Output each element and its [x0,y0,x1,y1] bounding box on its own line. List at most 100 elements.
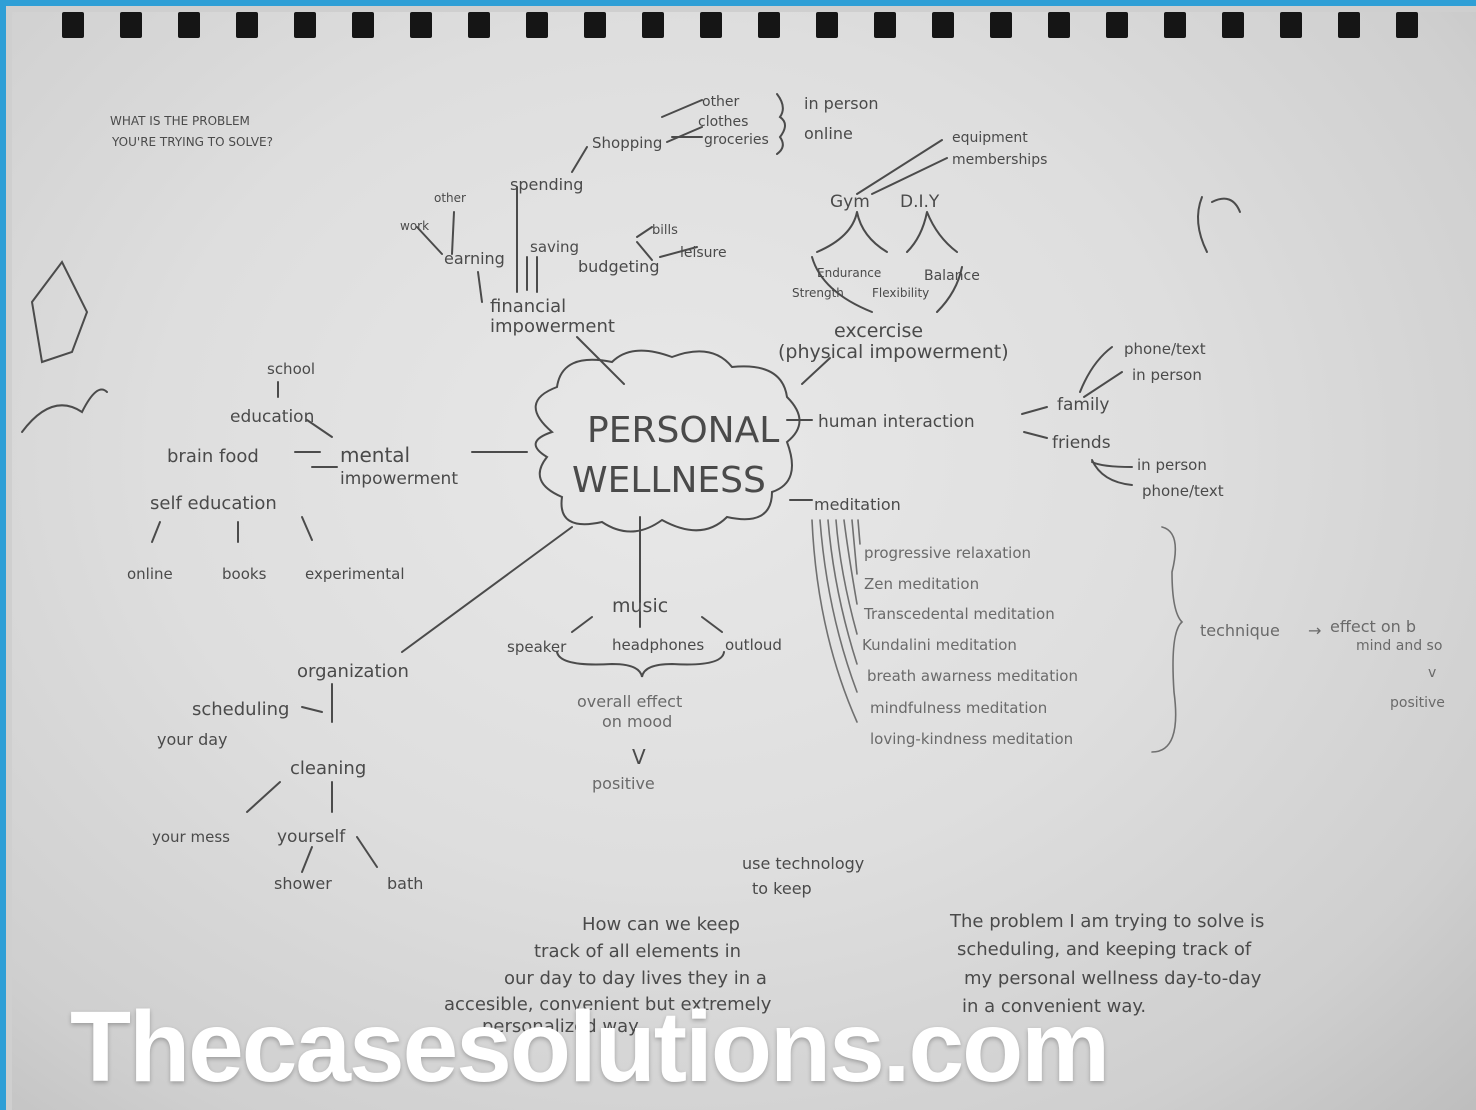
endurance-label: Endurance [817,266,881,280]
binding-ring [932,12,954,38]
music-effect-1: overall effect [577,692,682,711]
margin-doodles [21,196,1241,433]
family-phone-label: phone/text [1124,340,1206,358]
music-branch: music speaker headphones outloud overall… [507,595,782,793]
question-line: How can we keep [582,914,740,935]
connector-lines [151,93,1184,873]
arrow-icon: → [1308,621,1321,640]
meditation-item: Zen meditation [864,575,979,593]
shopping-other-label: other [702,94,740,110]
meditation-item: breath awarness meditation [867,667,1078,685]
problem-line: scheduling, and keeping track of [957,939,1252,960]
question-line: track of all elements in [534,941,741,962]
clothes-label: clothes [698,114,748,130]
problem-line: my personal wellness day-to-day [964,968,1262,989]
question-line: accesible, convenient but extremely [444,994,772,1015]
prompt-text: WHAT IS THE PROBLEM YOU'RE TRYING TO SOL… [110,114,273,149]
outloud-label: outloud [725,636,782,654]
family-in-person-label: in person [1132,366,1202,384]
spiral-binding [62,12,1476,42]
spending-label: spending [510,175,583,194]
meditation-item: Transcedental meditation [863,605,1055,623]
technique-label: technique [1200,621,1280,640]
mental-branch: mental impowerment school education brai… [127,360,458,583]
friends-label: friends [1052,433,1111,453]
bath-label: bath [387,874,423,893]
personal-wellness-cloud: PERSONAL WELLNESS [534,349,801,533]
meditation-title: meditation [814,495,901,514]
earning-other-label: other [434,191,466,205]
binding-ring [410,12,432,38]
binding-ring [1222,12,1244,38]
yourself-label: yourself [277,827,346,847]
mental-online-label: online [127,565,173,583]
diy-label: D.I.Y [900,192,940,212]
music-effect-2: on mood [602,712,672,731]
prompt-line-1: WHAT IS THE PROBLEM [110,114,250,128]
human-interaction-title: human interaction [818,412,975,432]
family-label: family [1057,395,1109,415]
speaker-label: speaker [507,638,567,656]
question-line: our day to day lives they in a [504,968,767,989]
binding-ring [1396,12,1418,38]
gym-label: Gym [830,192,870,212]
flexibility-label: Flexibility [872,286,929,300]
cleaning-label: cleaning [290,758,366,779]
question-line: personalized way [482,1016,639,1037]
music-positive: positive [592,774,655,793]
meditation-item: mindfulness meditation [870,699,1047,717]
binding-ring [1280,12,1302,38]
binding-ring [758,12,780,38]
financial-title-1: financial [490,296,566,317]
meditation-positive: positive [1390,695,1445,711]
binding-ring [700,12,722,38]
effect-line-2: mind and so [1356,638,1442,654]
your-mess-label: your mess [152,828,230,846]
meditation-item: Kundalini meditation [862,636,1017,654]
meditation-item: progressive relaxation [864,544,1031,562]
friends-phone-label: phone/text [1142,482,1224,500]
binding-ring [990,12,1012,38]
binding-ring [874,12,896,38]
human-interaction-branch: human interaction family friends phone/t… [818,340,1224,500]
problem-line: in a convenient way. [962,996,1146,1017]
music-title: music [612,595,668,617]
shop-in-person-label: in person [804,94,879,113]
prompt-line-2: YOU'RE TRYING TO SOLVE? [111,135,273,149]
budgeting-label: budgeting [578,257,659,276]
your-day-label: your day [157,730,228,749]
binding-ring [468,12,490,38]
binding-ring [120,12,142,38]
binding-ring [294,12,316,38]
earning-label: earning [444,249,505,268]
binding-ring [584,12,606,38]
binding-ring [642,12,664,38]
binding-ring [816,12,838,38]
music-v: V [632,745,646,769]
brain-food-label: brain food [167,446,259,467]
work-label: work [400,219,429,233]
binding-ring [178,12,200,38]
strength-label: Strength [792,286,844,300]
center-line-2: WELLNESS [572,460,766,501]
scheduling-label: scheduling [192,699,289,720]
binding-ring [526,12,548,38]
center-line-1: PERSONAL [587,410,779,451]
school-label: school [267,360,315,378]
binding-ring [1164,12,1186,38]
bottom-notes: use technology to keep How can we keep t… [444,854,1264,1037]
shop-online-label: online [804,124,853,143]
shower-label: shower [274,874,332,893]
binding-ring [1048,12,1070,38]
meditation-item: loving-kindness meditation [870,730,1073,748]
meditation-branch: meditation progressive relaxation Zen me… [814,495,1445,748]
tech-line-2: to keep [752,879,812,898]
leisure-label: leisure [680,245,727,261]
binding-ring [1338,12,1360,38]
memberships-label: memberships [952,152,1047,168]
exercise-branch: excercise (physical impowerment) Gym D.I… [778,130,1047,363]
sketchbook-page: PERSONAL WELLNESS WHAT IS THE PROBLEM YO… [12,12,1476,1110]
binding-ring [1106,12,1128,38]
mental-title-2: impowerment [340,469,458,489]
organization-branch: organization scheduling your day cleanin… [152,661,423,893]
